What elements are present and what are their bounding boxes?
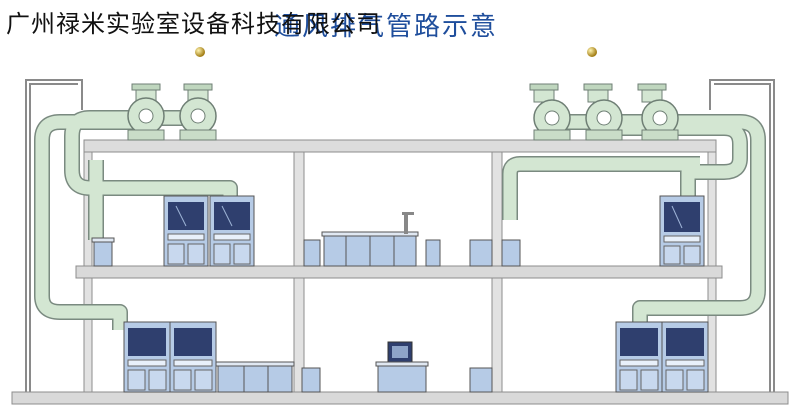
lab-bench-icon xyxy=(469,367,493,393)
duct-network xyxy=(34,110,766,330)
header-rule xyxy=(195,47,597,57)
floor-slab-upper xyxy=(75,265,723,279)
fume-hood-icon xyxy=(615,321,663,393)
upper-floor-equipment xyxy=(91,195,705,267)
lab-bench-icon xyxy=(91,237,115,267)
roof-slab xyxy=(83,139,717,153)
exhaust-fan-icon xyxy=(529,83,571,141)
exhaust-fan-icon xyxy=(127,83,165,141)
floor-slab-ground xyxy=(11,391,789,405)
building-structure xyxy=(11,139,789,405)
lab-bench-icon xyxy=(215,361,295,393)
gold-ball-right xyxy=(587,47,597,57)
company-name: 广州禄米实验室设备科技有限公司 xyxy=(6,10,381,38)
rooftop-fans-right xyxy=(529,83,679,141)
fume-hood-icon xyxy=(163,195,209,267)
support-frame xyxy=(25,79,775,395)
fume-hood-icon xyxy=(123,321,171,393)
lab-bench-icon xyxy=(469,239,521,267)
fume-hood-icon xyxy=(169,321,217,393)
diagram-title: 通风排气管路示意 xyxy=(274,12,499,42)
exhaust-fan-icon xyxy=(179,83,217,141)
lab-bench-icon xyxy=(301,367,321,393)
fume-hood-icon xyxy=(661,321,709,393)
lab-bench-icon xyxy=(303,212,441,267)
exhaust-fan-icon xyxy=(583,83,623,141)
lower-floor-equipment xyxy=(123,321,709,393)
rooftop-fans-left xyxy=(127,83,217,141)
fume-hood-icon xyxy=(659,195,705,267)
exhaust-fan-icon xyxy=(637,83,679,141)
fume-hood-icon xyxy=(209,195,255,267)
lab-instrument-icon xyxy=(375,341,429,393)
gold-ball-left xyxy=(195,47,205,57)
